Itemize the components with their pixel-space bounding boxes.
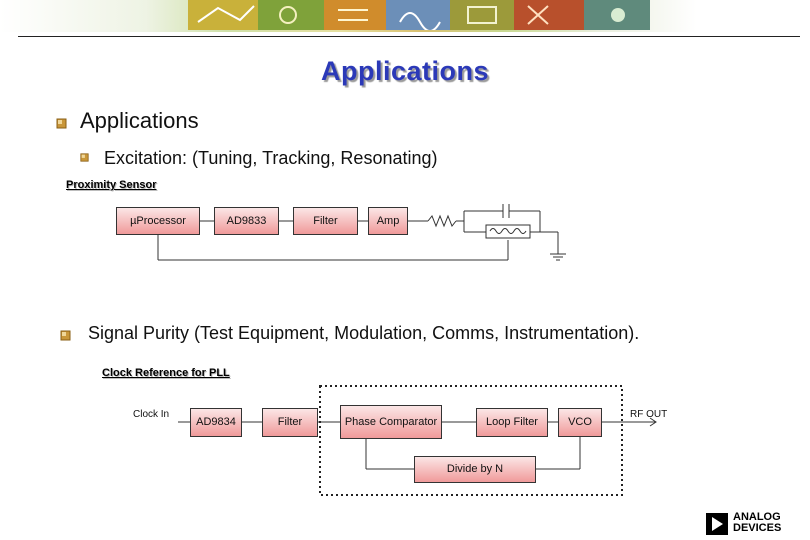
banner-image-strip — [188, 0, 650, 30]
diamond-bullet-icon — [60, 330, 71, 341]
diamond-bullet-icon — [56, 118, 67, 129]
diamond-bullet-icon — [80, 153, 89, 162]
rf-out-label: RF OUT — [630, 409, 668, 420]
slide-title: Applications — [320, 56, 489, 86]
pll-heading: Clock Reference for PLL — [102, 367, 230, 379]
header-rule — [18, 36, 800, 37]
block-phase-comparator: Phase Comparator — [340, 405, 442, 439]
block-pll-filter: Filter — [262, 408, 318, 437]
logo-triangle-icon — [706, 513, 728, 535]
block-ad9834: AD9834 — [190, 408, 242, 437]
analog-devices-logo: ANALOG DEVICES — [706, 511, 806, 537]
block-vco: VCO — [558, 408, 602, 437]
block-divide-by-n: Divide by N — [414, 456, 536, 483]
block-microprocessor: µProcessor — [116, 207, 200, 235]
logo-wordmark: ANALOG DEVICES — [733, 511, 782, 534]
bullet-applications: Applications — [80, 108, 199, 133]
bullet-excitation: Excitation: (Tuning, Tracking, Resonatin… — [104, 148, 438, 168]
bullet-signal-purity: Signal Purity (Test Equipment, Modulatio… — [88, 323, 640, 343]
clock-in-label: Clock In — [133, 409, 170, 420]
proximity-sensor-heading: Proximity Sensor — [66, 179, 157, 191]
block-filter: Filter — [293, 207, 358, 235]
block-amp: Amp — [368, 207, 408, 235]
block-loop-filter: Loop Filter — [476, 408, 548, 437]
pll-loop-boundary — [319, 385, 623, 496]
block-ad9833: AD9833 — [214, 207, 279, 235]
header-banner — [0, 0, 810, 32]
